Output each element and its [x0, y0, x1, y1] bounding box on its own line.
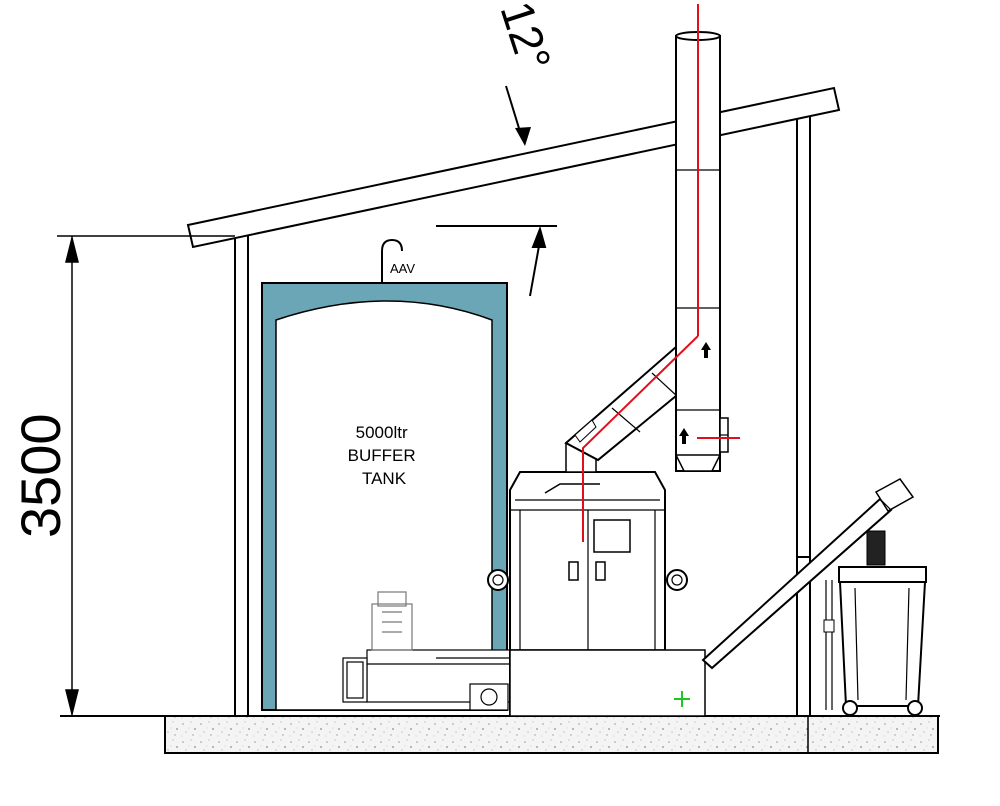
- pellet-auger: [701, 478, 915, 710]
- tank-label-line-1: 5000ltr: [356, 423, 408, 442]
- roof-pitch-annotation: 12°: [490, 0, 561, 146]
- flue-centreline: [582, 4, 740, 542]
- flue-system: [564, 31, 729, 473]
- height-dimension-label: 3500: [9, 413, 72, 538]
- tank-label-line-2: BUFFER: [348, 446, 416, 465]
- green-marker: [674, 691, 690, 707]
- svg-text:5000ltr BUFFER TANK: 5000ltr BUFFER TANK: [348, 423, 421, 488]
- fuel-feed-unit: [342, 591, 518, 711]
- buffer-tank: [261, 282, 508, 711]
- pellet-bin: [838, 566, 927, 716]
- clearance-annotation: [436, 225, 557, 297]
- roof-pitch-label: 12°: [490, 0, 561, 77]
- biomass-boiler: [487, 471, 706, 717]
- flow-arrows: [679, 342, 711, 444]
- aav-valve: [381, 238, 403, 283]
- tank-label-line-3: TANK: [362, 469, 407, 488]
- concrete-slab: [60, 715, 940, 754]
- height-dimension: [57, 235, 235, 716]
- building-walls: [234, 115, 811, 716]
- aav-label: AAV: [390, 261, 415, 276]
